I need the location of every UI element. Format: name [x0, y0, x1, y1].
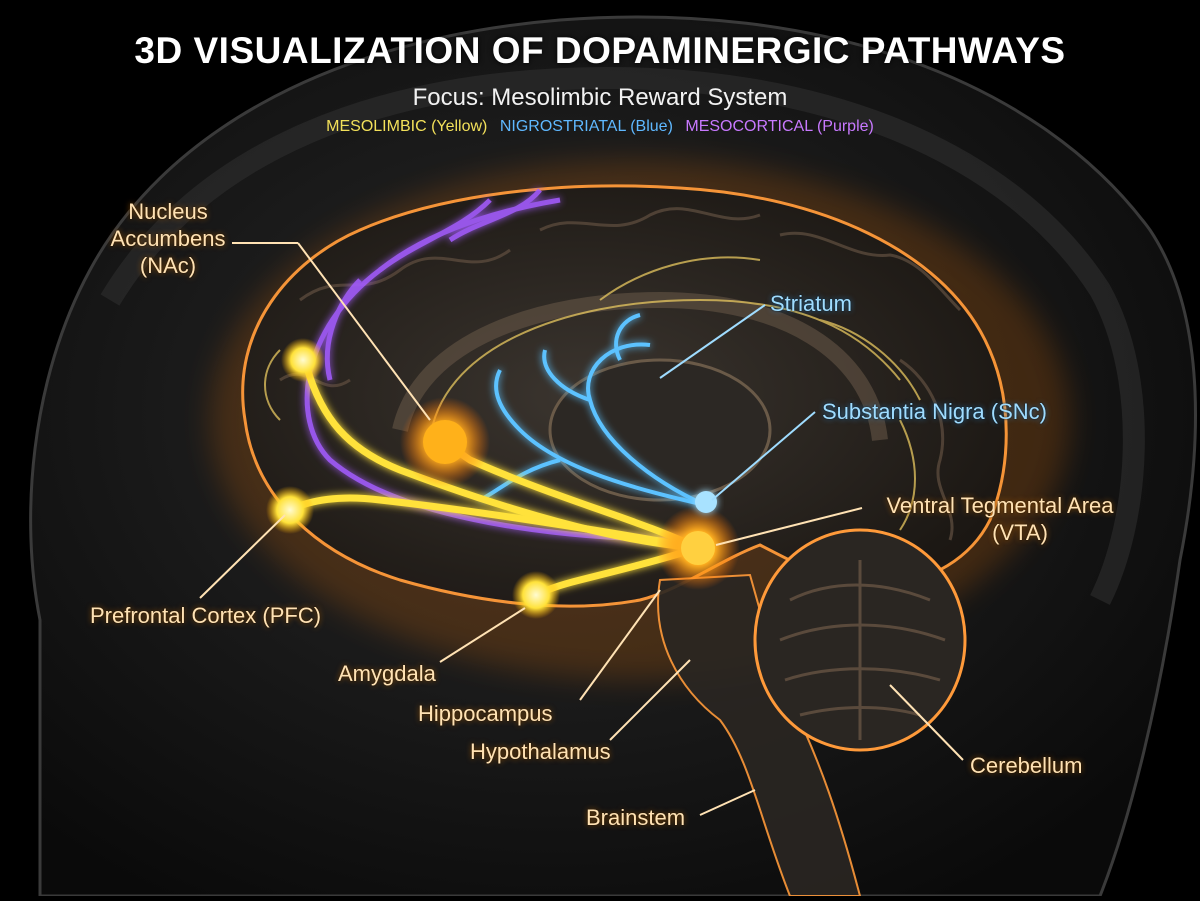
- label-nac-line3: (NAc): [139, 253, 197, 278]
- mesocortical-pathway: [304, 188, 701, 543]
- amygdala-node: [512, 571, 560, 619]
- label-cerebellum: Cerebellum: [970, 753, 1083, 778]
- label-vta-line1: Ventral Tegmental Area: [886, 493, 1114, 518]
- label-striatum: Striatum: [770, 291, 852, 316]
- label-amygdala: Amygdala: [338, 661, 436, 686]
- outer-cortex-contour: [100, 66, 1145, 605]
- leader-lines: [199, 242, 964, 816]
- legend-mesolimbic: MESOLIMBIC (Yellow): [326, 118, 488, 135]
- label-nac-line2: Accumbens: [110, 226, 226, 251]
- thalamus: [548, 358, 772, 502]
- mesolimbic-cortical-branches: [264, 256, 921, 531]
- vta-node: [681, 531, 715, 565]
- page-title: 3D VISUALIZATION OF DOPAMINERGIC PATHWAY…: [134, 30, 1066, 71]
- label-substantia-nigra: Substantia Nigra (SNc): [822, 399, 1047, 424]
- nac-node: [423, 420, 467, 464]
- legend-mesocortical: MESOCORTICAL (Purple): [685, 118, 874, 135]
- snc-node: [695, 491, 717, 513]
- label-prefrontal-cortex: Prefrontal Cortex (PFC): [90, 603, 322, 628]
- label-vta-line2: (VTA): [992, 520, 1048, 545]
- label-hippocampus: Hippocampus: [418, 701, 553, 726]
- cerebellum-folia: [779, 560, 946, 740]
- label-nac-line1: Nucleus: [128, 199, 208, 224]
- label-nucleus-accumbens: Nucleus Accumbens (NAc): [108, 198, 228, 279]
- label-brainstem: Brainstem: [586, 805, 686, 830]
- corpus-callosum: [392, 291, 888, 442]
- pfc-node-upper: [281, 338, 325, 382]
- gyri: [279, 207, 962, 541]
- legend-nigrostriatal: NIGROSTRIATAL (Blue): [499, 118, 673, 135]
- page-subtitle: Focus: Mesolimbic Reward System: [412, 84, 788, 111]
- pathway-legend: MESOLIMBIC (Yellow) NIGROSTRIATAL (Blue)…: [0, 118, 1200, 136]
- label-vta: Ventral Tegmental Area (VTA): [862, 492, 1138, 546]
- label-hypothalamus: Hypothalamus: [470, 739, 611, 764]
